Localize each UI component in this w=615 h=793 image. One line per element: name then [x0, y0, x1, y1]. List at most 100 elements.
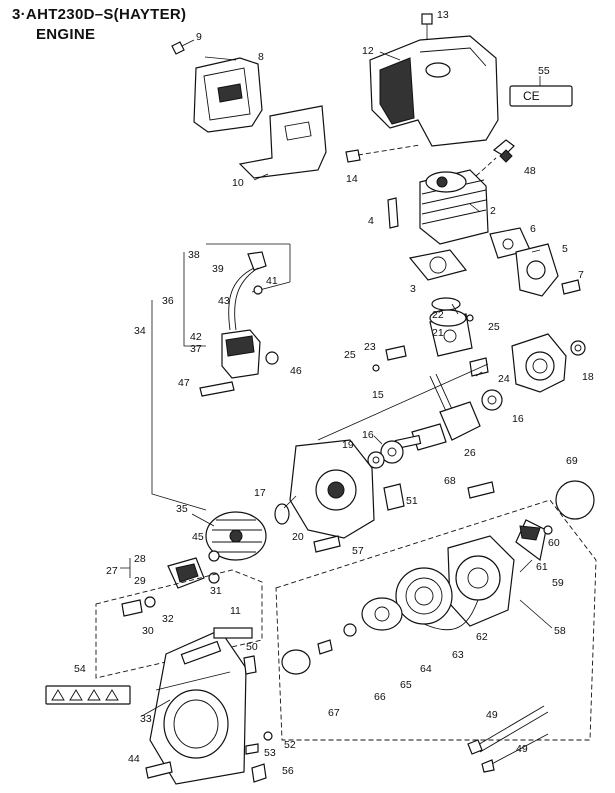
- callout-11: 11: [230, 605, 241, 617]
- callout-22: 22: [432, 309, 444, 321]
- crankcase-right: [511, 333, 567, 393]
- callout-62: 62: [476, 631, 488, 643]
- callout-33: 33: [140, 713, 152, 725]
- callout-55: 55: [538, 65, 550, 77]
- callout-53: 53: [264, 747, 276, 759]
- pulley: [361, 597, 403, 631]
- engine-cover: [369, 35, 499, 147]
- callout-57: 57: [352, 545, 364, 557]
- callout-45: 45: [192, 531, 204, 543]
- callout-34: 34: [134, 325, 146, 337]
- callout-49b: 49: [516, 743, 528, 755]
- washer-31: [208, 572, 220, 584]
- bolt-20: [313, 535, 341, 553]
- piston: [429, 309, 473, 357]
- spark-plug: [475, 139, 515, 177]
- callout-18: 18: [582, 371, 594, 383]
- callout-59: 59: [552, 577, 564, 589]
- callout-15: 15: [372, 389, 384, 401]
- callout-61: 61: [536, 561, 548, 573]
- bearing-16-right: [481, 389, 503, 411]
- callout-49a: 49: [486, 709, 498, 721]
- callout-32: 32: [162, 613, 174, 625]
- screw-52: [263, 731, 273, 741]
- callout-14: 14: [346, 173, 358, 185]
- callout-29: 29: [134, 575, 146, 587]
- callout-8: 8: [258, 51, 264, 63]
- crankshaft: [394, 373, 481, 451]
- air-filter-element: [555, 480, 595, 520]
- callout-50: 50: [246, 641, 258, 653]
- bracket-27: [120, 558, 131, 578]
- washer-17: [274, 503, 290, 525]
- bolt-47: [199, 381, 235, 397]
- recoil-starter-group-boundary: [275, 499, 597, 741]
- callout-64: 64: [420, 663, 432, 675]
- callout-46: 46: [290, 365, 302, 377]
- callout-6: 6: [530, 223, 536, 235]
- recoil-starter-case: [447, 535, 515, 627]
- callout-47: 47: [178, 377, 190, 389]
- carburetor-insulator: [515, 243, 559, 297]
- bracket-34: [151, 300, 207, 511]
- callout-31: 31: [210, 585, 222, 597]
- callout-30: 30: [142, 625, 154, 637]
- needle-bearing: [469, 357, 489, 377]
- bolt-4: [387, 197, 399, 229]
- leader-15: [317, 363, 489, 441]
- ignition-coil-assembly: [206, 243, 291, 379]
- callout-66: 66: [374, 691, 386, 703]
- clutch-group-boundary: [95, 569, 263, 679]
- washer-46: [265, 351, 279, 365]
- grommet-50: [243, 655, 257, 675]
- circlip-25: [372, 314, 474, 372]
- screw-66: [317, 639, 333, 655]
- callout-60: 60: [548, 537, 560, 549]
- callout-21: 21: [432, 327, 444, 339]
- label-56: [251, 763, 267, 783]
- screw-14: [345, 144, 421, 163]
- diagram-subtitle: ENGINE: [36, 26, 96, 43]
- label-11: [213, 627, 253, 639]
- screw-13: [421, 13, 433, 40]
- callout-58: 58: [554, 625, 566, 637]
- oil-seal-18: [570, 340, 586, 356]
- callout-26: 26: [464, 447, 476, 459]
- callout-44: 44: [128, 753, 140, 765]
- clutch-shoes: [167, 557, 205, 589]
- callout-28: 28: [134, 553, 146, 565]
- washer-32: [144, 596, 156, 608]
- callout-63: 63: [452, 649, 464, 661]
- recoil-reel: [395, 567, 479, 631]
- ce-label: CE: [509, 76, 573, 107]
- callout-36: 36: [162, 295, 174, 307]
- warning-label: [45, 685, 131, 705]
- callout-12: 12: [362, 45, 374, 57]
- callout-38: 38: [188, 249, 200, 261]
- cylinder-gasket: [408, 249, 468, 281]
- flywheel: [205, 511, 267, 561]
- ce-label-text: CE: [523, 89, 540, 103]
- bolt-44: [145, 761, 173, 779]
- callout-3: 3: [410, 283, 416, 295]
- callout-65: 65: [400, 679, 412, 691]
- callout-41: 41: [266, 275, 278, 287]
- heat-shield-plate: [238, 105, 327, 179]
- callout-17: 17: [254, 487, 266, 499]
- piston-pin: [385, 345, 407, 361]
- callout-42: 42: [190, 331, 202, 343]
- ratchet-spring: [343, 623, 357, 637]
- leader-lines: [141, 51, 553, 717]
- callout-67: 67: [328, 707, 340, 719]
- diagram-title: 3·AHT230D–S(HAYTER): [12, 6, 187, 23]
- crankcase-left: [289, 439, 375, 539]
- callout-7: 7: [578, 269, 584, 281]
- throttle-cable-49: [467, 705, 549, 773]
- cylinder: [419, 169, 489, 245]
- cover-plate-67: [281, 649, 311, 675]
- callout-51: 51: [406, 495, 418, 507]
- screw-9: [171, 39, 195, 55]
